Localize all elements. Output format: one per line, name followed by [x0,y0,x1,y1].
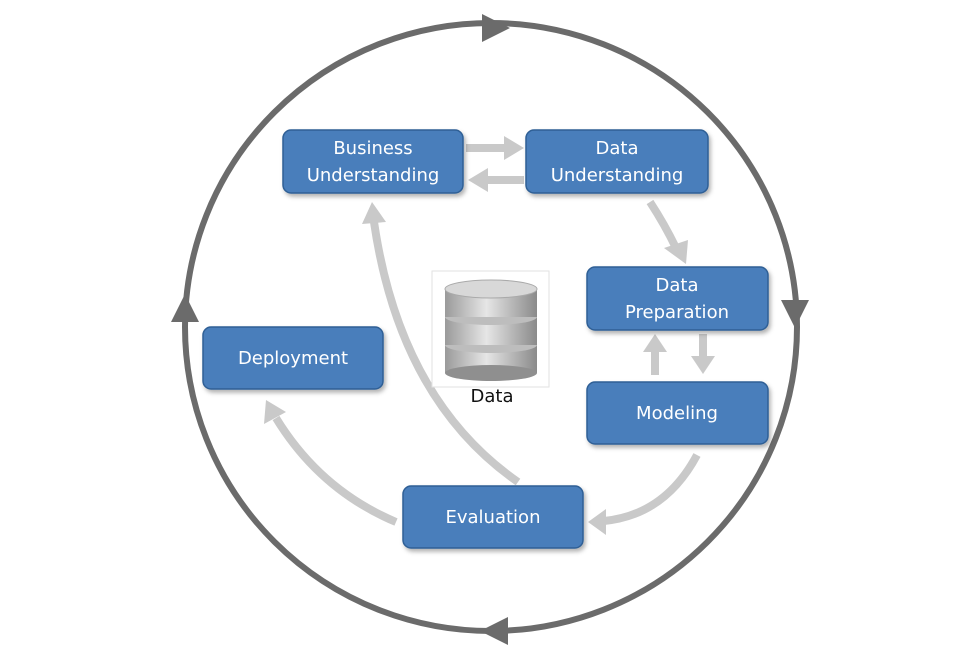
phase-label: Understanding [307,165,440,186]
phase-label: Preparation [625,302,729,323]
data-store: Data [431,270,550,407]
ring-arrowhead-top [482,14,510,42]
data-store-label: Data [471,386,514,407]
arrow-modeling-to-dp [643,334,667,375]
phase-label: Understanding [551,165,684,186]
arrow-evaluation-to-deployment [264,400,398,526]
ring-arrowhead-right [781,300,809,328]
ring-arrowhead-left [171,294,199,322]
ring-arrowhead-bottom [480,617,508,645]
phase-label: Deployment [238,348,348,369]
arrow-du-to-bu [468,168,524,192]
arrow-bu-to-du [466,136,524,160]
phase-label: Data [596,138,639,159]
arrow-dp-to-modeling [691,334,715,374]
phase-evaluation[interactable]: Evaluation [402,485,584,549]
arrow-evaluation-to-bu [362,202,521,486]
phase-label: Business [333,138,412,159]
database-icon [444,279,538,381]
arrow-du-to-dp [646,199,688,264]
phase-label: Evaluation [446,507,541,528]
phase-deployment[interactable]: Deployment [202,326,384,390]
arrow-modeling-to-evaluation [588,453,701,535]
phase-modeling[interactable]: Modeling [586,381,769,445]
phase-label: Modeling [636,403,718,424]
phase-label: Data [656,275,699,296]
